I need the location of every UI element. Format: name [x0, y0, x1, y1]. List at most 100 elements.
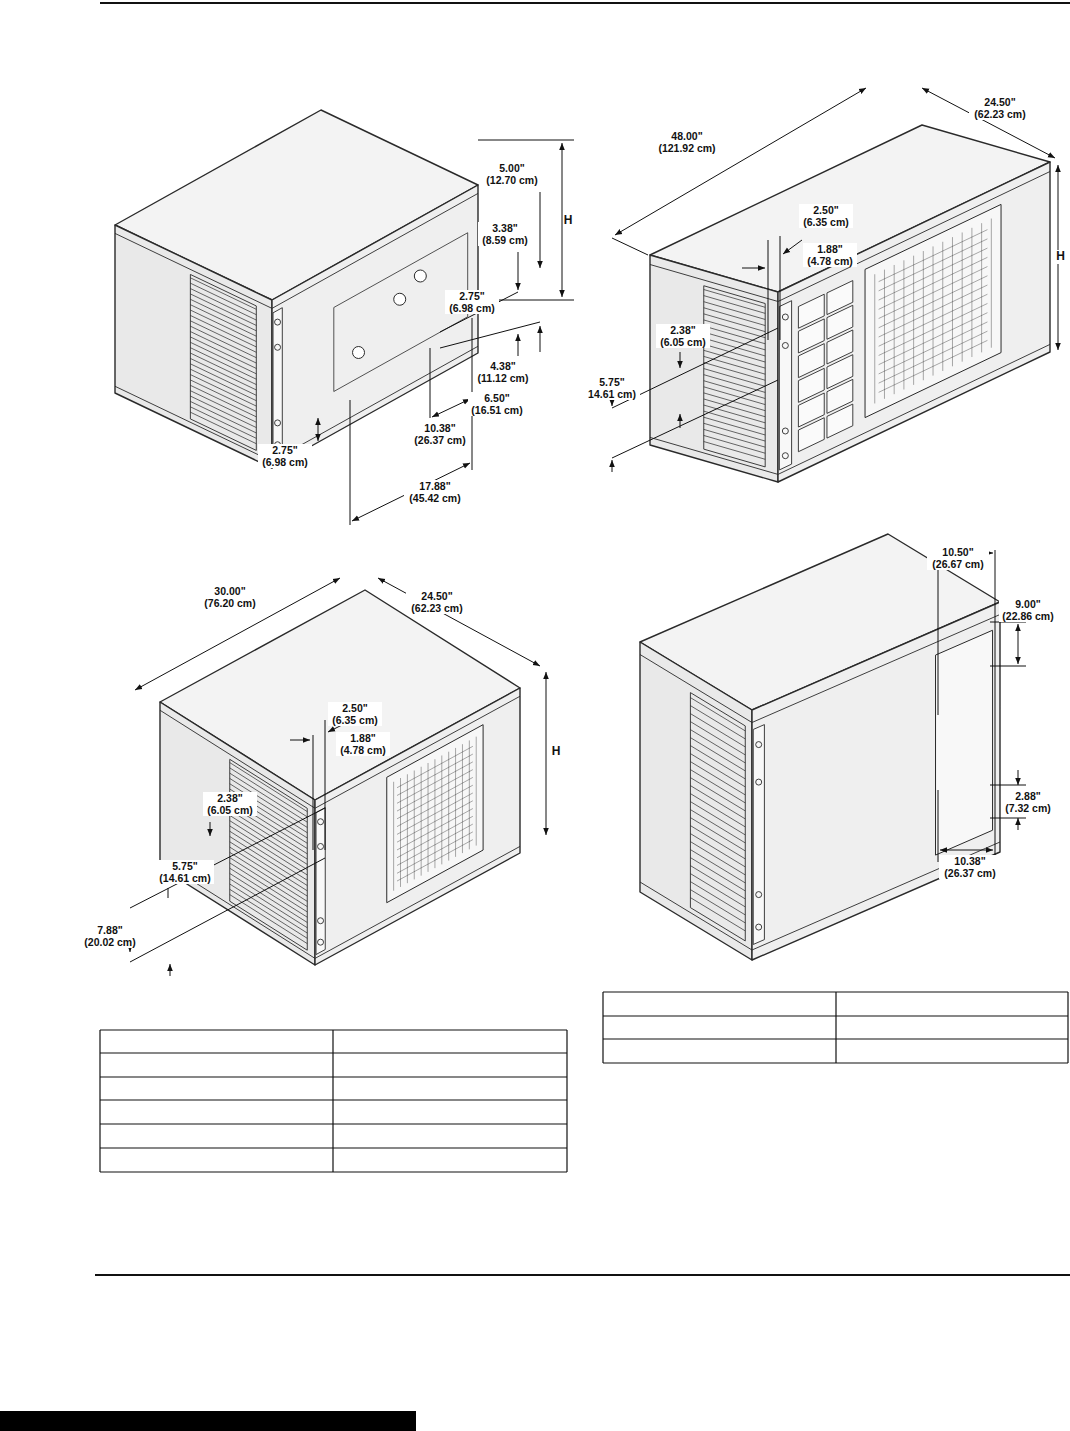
mesh — [397, 754, 473, 795]
service-strip — [779, 301, 791, 470]
mesh — [879, 303, 988, 355]
louver — [690, 778, 745, 811]
dimension-line — [680, 352, 681, 368]
dimension-label: 5.00" (12.70 cm) — [483, 162, 541, 186]
dimension-line — [922, 88, 1055, 158]
dimension-line — [1018, 818, 1019, 830]
louver-frame — [190, 274, 256, 450]
dimension-label: H — [551, 745, 562, 759]
dimension-line — [780, 236, 781, 340]
dimension-line — [990, 666, 1026, 667]
fastener — [756, 892, 762, 898]
louver — [690, 730, 745, 763]
louver — [690, 722, 745, 755]
louver — [230, 810, 308, 859]
louver-frame — [704, 286, 765, 467]
page-rules — [0, 3, 1070, 1431]
dimension-line — [378, 578, 540, 666]
condensing-unit — [115, 110, 478, 468]
louver — [690, 762, 745, 795]
left-face — [650, 255, 778, 482]
louver — [230, 895, 308, 944]
dimension-label: 24.50" (62.23 cm) — [969, 96, 1031, 120]
right-face — [272, 185, 478, 468]
louver — [690, 842, 745, 875]
right-face — [752, 602, 1000, 960]
dimension-label: 6.50" (16.51 cm) — [468, 392, 526, 416]
mesh — [879, 248, 988, 300]
louver — [690, 794, 745, 827]
louver — [690, 714, 745, 747]
fastener — [318, 939, 324, 945]
fastener — [275, 420, 281, 426]
louver — [230, 852, 308, 901]
fastener — [275, 344, 281, 350]
louver — [230, 821, 308, 870]
dimension-label: 5.75" 14.61 cm) — [584, 376, 640, 400]
dimension-lines — [130, 88, 1058, 976]
right-face — [778, 162, 1050, 482]
line-fitting — [414, 270, 426, 282]
dimension-line — [350, 400, 351, 525]
mesh — [879, 322, 988, 374]
dimension-line — [478, 140, 574, 141]
connection-strip — [936, 630, 993, 855]
mesh — [476, 737, 477, 846]
base-band — [160, 846, 520, 958]
dimension-line — [990, 818, 1026, 819]
dimension-line — [440, 322, 540, 348]
dimension-label: 10.38" (26.37 cm) — [409, 422, 471, 446]
dimension-line — [430, 348, 431, 418]
dimension-line — [540, 192, 541, 268]
mesh — [879, 285, 988, 337]
dimension-line — [742, 268, 765, 269]
louver — [690, 818, 745, 851]
dimension-label: 30.00" (76.20 cm) — [199, 585, 261, 609]
dimension-label: 2.38" (6.05 cm) — [656, 324, 710, 348]
dimension-line — [170, 964, 171, 976]
dimension-label: 10.50" (26.67 cm) — [927, 546, 989, 570]
dimension-label: H — [563, 214, 574, 228]
louver — [690, 786, 745, 819]
mesh — [879, 331, 988, 383]
dimension-line — [290, 740, 310, 741]
mesh — [879, 313, 988, 365]
dimension-label: 4.38" (11.12 cm) — [474, 360, 532, 384]
louver-frame — [690, 693, 745, 941]
dimension-line — [540, 326, 541, 352]
louver — [690, 738, 745, 771]
condensing-unit — [640, 534, 1000, 960]
mesh — [879, 267, 988, 319]
fastener — [782, 428, 788, 434]
mesh — [397, 793, 473, 834]
dimension-line — [313, 735, 314, 850]
fastener — [275, 319, 281, 325]
mesh — [879, 239, 988, 291]
service-strip — [273, 308, 282, 458]
fastener — [782, 314, 788, 320]
mesh — [879, 230, 988, 282]
right-face — [315, 688, 520, 965]
louver — [230, 831, 308, 880]
louver — [690, 810, 745, 843]
dimension-label: 5.75" (14.61 cm) — [156, 860, 214, 884]
fastener — [782, 453, 788, 459]
dimension-line — [768, 240, 769, 340]
dimension-line — [318, 418, 319, 441]
louver — [690, 882, 745, 915]
dimension-label: 9.00" (22.86 cm) — [999, 598, 1057, 622]
dimension-label: 48.00" (121.92 cm) — [654, 130, 720, 154]
left-face — [115, 225, 272, 468]
dimension-line — [518, 334, 519, 356]
empty-table — [100, 1030, 567, 1172]
condensing-unit — [160, 590, 520, 965]
louver — [690, 834, 745, 867]
dimension-line — [990, 785, 1026, 786]
filter-cell — [798, 418, 824, 452]
louver — [690, 858, 745, 891]
mesh — [397, 809, 473, 850]
dimension-line — [210, 822, 211, 836]
dimension-label: 1.88" (4.78 cm) — [336, 732, 390, 756]
